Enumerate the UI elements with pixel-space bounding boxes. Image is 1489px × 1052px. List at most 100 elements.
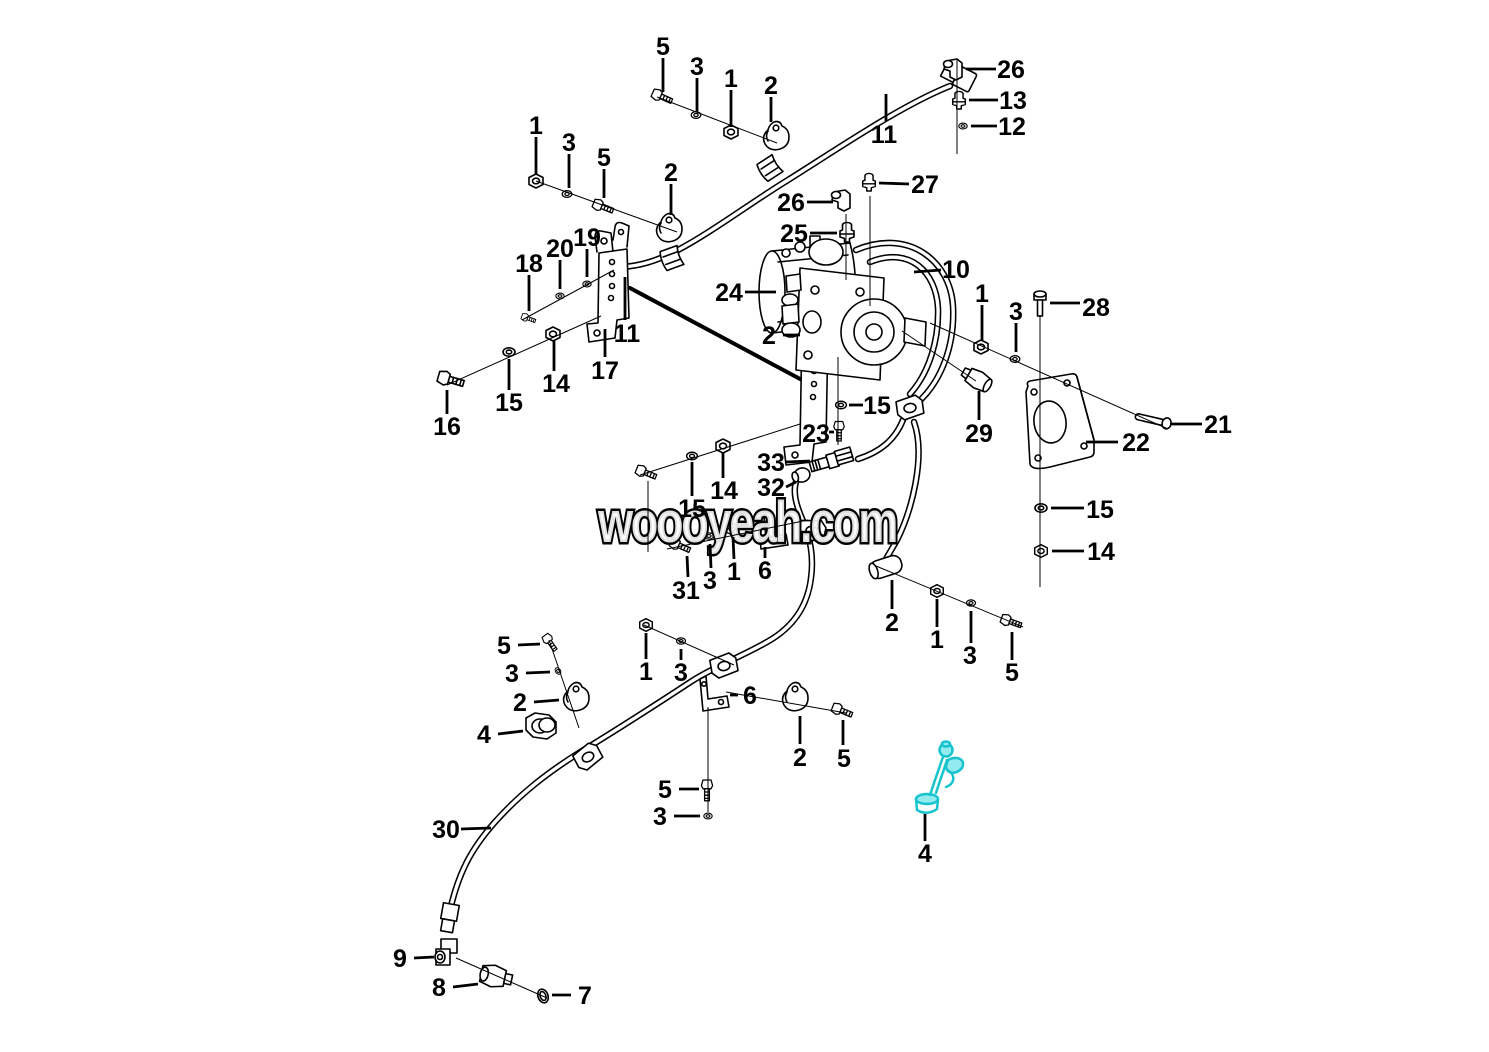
callout-4: 4 xyxy=(477,721,524,749)
callout-3: 3 xyxy=(674,649,688,687)
axis-line xyxy=(446,315,602,386)
callout-3: 3 xyxy=(963,611,977,670)
watermark-text: woooyeah.com xyxy=(597,490,896,555)
callout-number: 15 xyxy=(1086,496,1114,524)
callout-8: 8 xyxy=(432,974,479,1002)
callout-27: 27 xyxy=(878,171,939,199)
callout-number: 9 xyxy=(393,945,407,973)
callout-number: 2 xyxy=(793,744,807,772)
mount-plate-22 xyxy=(1025,373,1095,470)
axis-line xyxy=(643,624,735,666)
callout-30: 30 xyxy=(432,816,492,844)
callout-3: 3 xyxy=(562,129,576,188)
callout-2: 2 xyxy=(885,580,899,637)
callout-4: 4 xyxy=(918,814,932,868)
nut-icon xyxy=(973,339,989,355)
callout-number: 30 xyxy=(432,816,460,844)
callout-number: 14 xyxy=(1087,538,1115,566)
callout-5: 5 xyxy=(497,632,541,660)
callout-number: 26 xyxy=(777,189,805,217)
axis-line xyxy=(455,957,548,999)
callout-number: 1 xyxy=(727,558,741,586)
callout-number: 28 xyxy=(1082,294,1110,322)
washer-icon xyxy=(690,110,702,120)
callout-1: 1 xyxy=(529,112,543,174)
callout-number: 23 xyxy=(802,420,830,448)
axis-line xyxy=(666,519,809,550)
callout-number: 27 xyxy=(911,171,939,199)
callout-number: 3 xyxy=(690,53,704,81)
callout-number: 6 xyxy=(743,682,757,710)
callout-24: 24 xyxy=(715,279,776,307)
support-rod xyxy=(628,286,804,382)
axis-line xyxy=(725,691,847,714)
callout-3: 3 xyxy=(653,803,700,831)
callout-number: 5 xyxy=(597,144,611,172)
callout-leader-line xyxy=(685,555,690,578)
callout-2: 2 xyxy=(513,689,560,717)
axis-line xyxy=(548,639,580,729)
callout-1: 1 xyxy=(975,280,989,340)
callout-6: 6 xyxy=(758,547,772,585)
callout-number: 33 xyxy=(757,449,785,477)
callout-17: 17 xyxy=(591,329,619,385)
callout-10: 10 xyxy=(913,256,970,284)
callout-1: 1 xyxy=(724,65,738,127)
callout-25: 25 xyxy=(780,220,837,248)
callout-3: 3 xyxy=(690,53,704,111)
callout-number: 29 xyxy=(965,420,993,448)
callout-19: 19 xyxy=(573,224,601,277)
axis-line xyxy=(875,565,1024,628)
callout-14: 14 xyxy=(710,452,738,505)
callout-15: 15 xyxy=(495,359,523,417)
callout-14: 14 xyxy=(1052,538,1115,566)
highlighted-part-4 xyxy=(914,740,965,814)
callout-2: 2 xyxy=(664,159,678,215)
washer-icon xyxy=(703,812,713,820)
washer-icon xyxy=(1034,502,1048,514)
callout-number: 1 xyxy=(639,658,653,686)
hose-end-fitting-icon xyxy=(439,901,461,934)
bracket-17 xyxy=(586,221,630,343)
axis-line xyxy=(929,322,1169,430)
callout-number: 15 xyxy=(495,389,523,417)
callout-number: 22 xyxy=(1122,429,1150,457)
callout-leader-line xyxy=(517,642,541,647)
callout-number: 2 xyxy=(762,322,776,350)
callout-number: 11 xyxy=(871,121,898,149)
callout-5: 5 xyxy=(1005,632,1019,687)
callout-leader-line xyxy=(785,459,811,464)
bracket-6-upper xyxy=(757,516,789,550)
callout-number: 13 xyxy=(999,87,1027,115)
bolt-28-icon xyxy=(1033,290,1047,317)
washer-icon xyxy=(561,189,573,199)
callout-number: 21 xyxy=(1204,411,1232,439)
callout-number: 2 xyxy=(764,72,778,100)
callout-number: 1 xyxy=(529,112,543,140)
callout-5: 5 xyxy=(656,33,670,92)
callout-number: 4 xyxy=(918,840,932,868)
callout-leader-line xyxy=(878,181,910,186)
callout-number: 8 xyxy=(432,974,446,1002)
callout-leader-line xyxy=(913,268,942,274)
callout-number: 3 xyxy=(674,659,688,687)
callout-number: 14 xyxy=(542,370,570,398)
callout-18: 18 xyxy=(515,250,543,311)
callout-2: 2 xyxy=(762,322,800,350)
callout-number: 1 xyxy=(930,626,944,654)
callout-number: 2 xyxy=(664,159,678,187)
callout-1: 1 xyxy=(727,536,741,586)
callout-number: 3 xyxy=(653,803,667,831)
callout-5: 5 xyxy=(597,144,611,198)
callout-leader-line xyxy=(731,536,736,560)
fitting-33-icon xyxy=(808,451,841,473)
callout-16: 16 xyxy=(433,390,461,441)
callout-number: 19 xyxy=(573,224,601,252)
callout-leader-line xyxy=(413,955,435,960)
callout-12: 12 xyxy=(971,113,1026,141)
watermark: woooyeah.com xyxy=(595,488,902,558)
callout-number: 5 xyxy=(656,33,670,61)
callout-number: 5 xyxy=(837,745,851,773)
